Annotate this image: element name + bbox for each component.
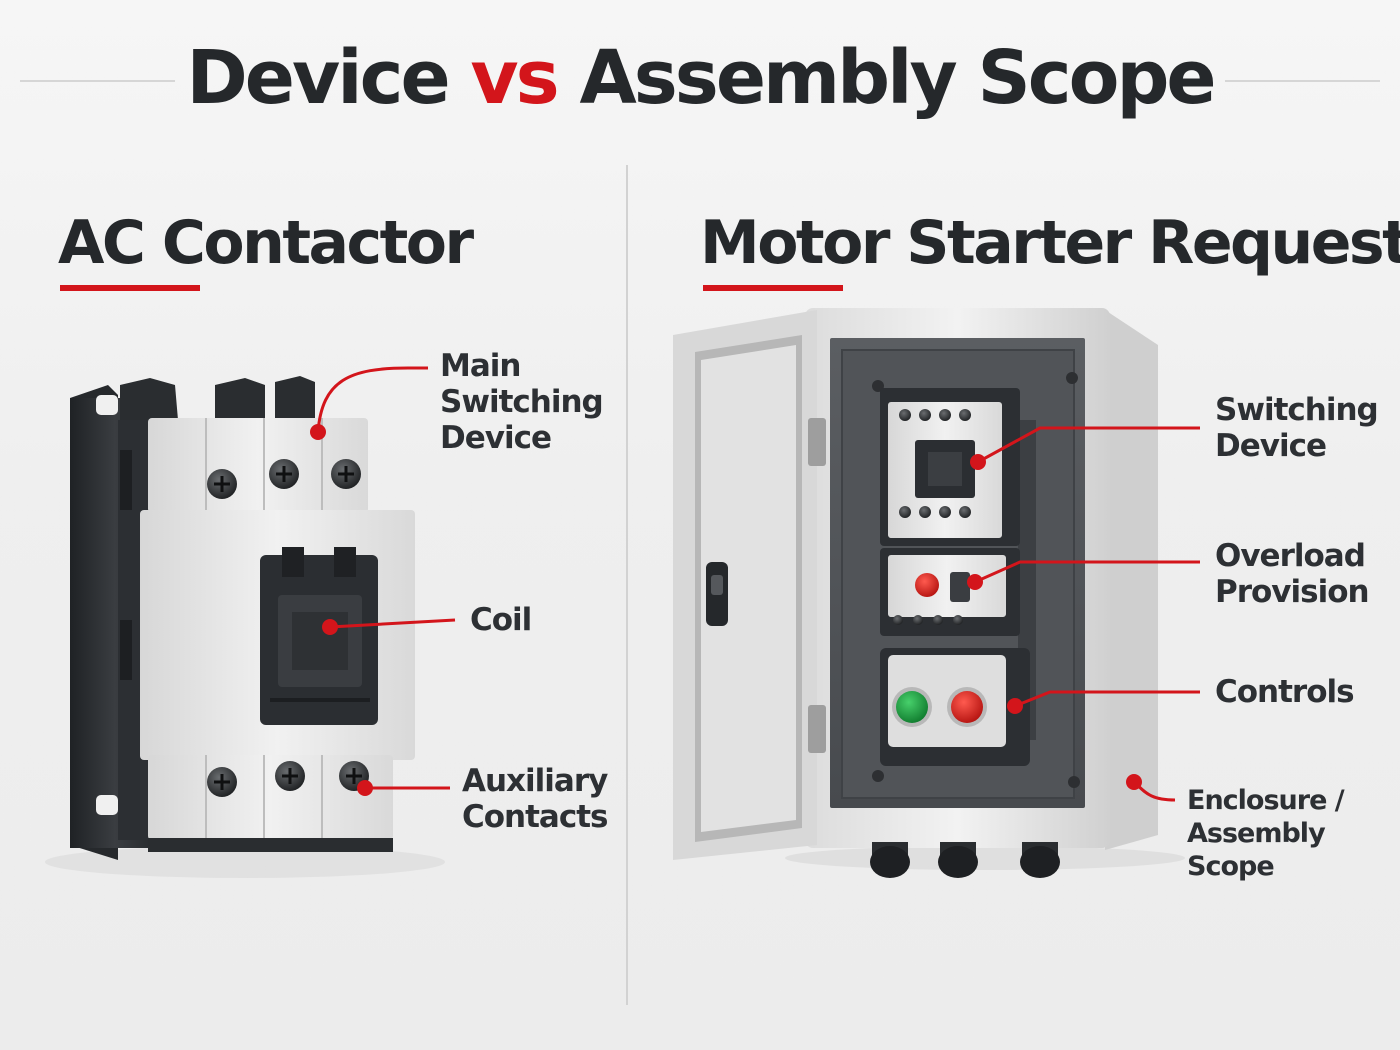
heading-ac-contactor: AC Contactor <box>58 208 474 278</box>
leader-main-switching <box>310 366 428 440</box>
callout-controls: Controls <box>1215 674 1355 710</box>
heading-motor-starter-underline <box>703 285 843 291</box>
enclosure-cable-glands <box>870 842 1060 878</box>
leader-switching-device <box>970 426 1200 470</box>
title-rule-left <box>20 80 175 82</box>
title-part-device: Device <box>186 35 450 121</box>
leader-controls <box>1007 690 1200 714</box>
stop-button-red <box>951 691 983 723</box>
callout-auxiliary-contacts: Auxiliary Contacts <box>462 763 609 835</box>
leader-auxiliary <box>357 780 450 796</box>
start-button-green <box>896 691 928 723</box>
contactor-bottom-terminals <box>207 761 369 797</box>
enclosure-overload-relay <box>880 548 1020 636</box>
enclosure-contactor <box>880 388 1020 546</box>
enclosure-control-station <box>880 648 1030 766</box>
panel-divider <box>626 165 628 1005</box>
callout-switching-device: Switching Device <box>1215 392 1379 464</box>
heading-motor-starter-request: Motor Starter Request <box>700 208 1400 278</box>
callout-enclosure-assembly-scope: Enclosure / Assembly Scope <box>1187 785 1345 882</box>
title-rule-right <box>1225 80 1380 82</box>
callout-overload-provision: Overload Provision <box>1215 538 1370 610</box>
title-part-assembly: Assembly Scope <box>579 35 1216 121</box>
page-title: Device vs Assembly Scope <box>0 30 1400 126</box>
callout-main-switching-device: Main Switching Device <box>440 348 604 456</box>
contactor-coil-block <box>260 547 378 725</box>
enclosure-door <box>673 310 826 860</box>
leader-overload <box>967 560 1200 590</box>
contactor-body <box>45 376 445 878</box>
contactor-top-terminals <box>207 459 361 499</box>
callout-coil: Coil <box>470 602 532 638</box>
heading-ac-contactor-underline <box>60 285 200 291</box>
leader-coil <box>322 618 456 635</box>
leader-enclosure <box>1126 774 1176 802</box>
title-vs: vs <box>470 35 559 121</box>
